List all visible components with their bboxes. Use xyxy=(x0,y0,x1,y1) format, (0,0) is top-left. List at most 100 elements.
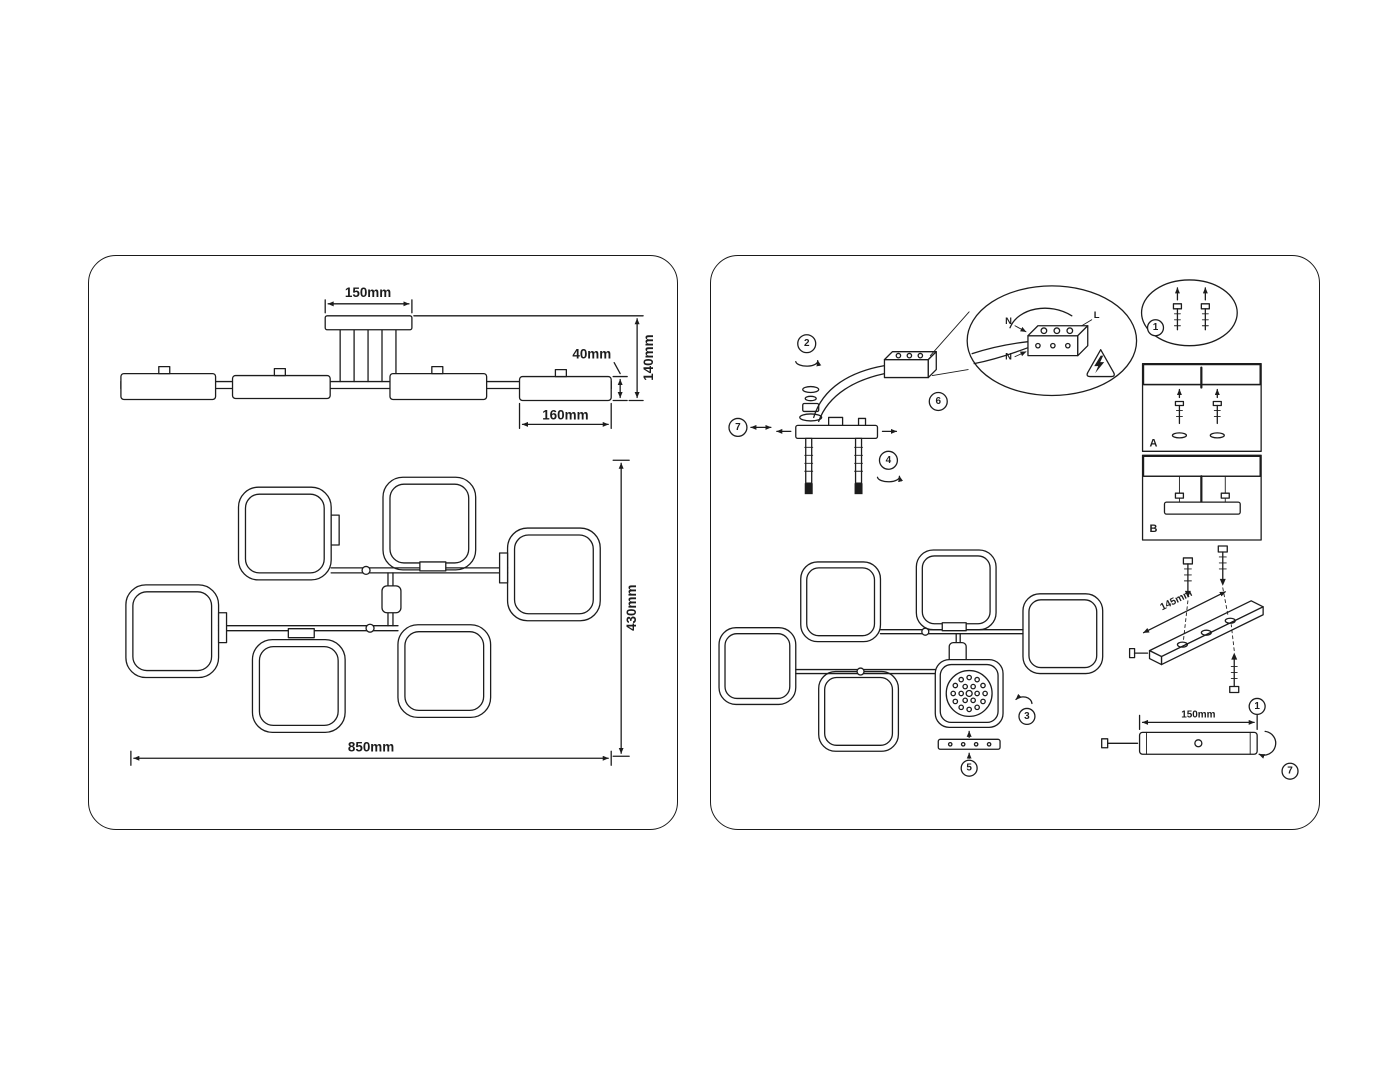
shade-clip xyxy=(431,365,444,375)
supply-wire xyxy=(813,364,886,419)
lamp-shade-top xyxy=(506,527,601,622)
mounting-screw xyxy=(1229,624,1240,694)
installation-panel: 2 7 xyxy=(710,255,1320,830)
svg-text:1: 1 xyxy=(1254,701,1260,712)
svg-text:6: 6 xyxy=(935,396,941,407)
supply-wire xyxy=(818,372,886,423)
neutral-label: N xyxy=(1005,316,1012,327)
ceiling-detail-b: B xyxy=(1141,454,1262,541)
step-7-marker: 7 xyxy=(728,417,772,438)
side-screw xyxy=(1101,738,1139,749)
wiring-callout: N L N xyxy=(929,285,1138,397)
arm-joint xyxy=(856,667,865,676)
arm-joint xyxy=(921,627,930,636)
svg-text:4: 4 xyxy=(886,455,892,466)
shade-clip xyxy=(273,367,286,377)
fixture-top-view xyxy=(125,476,601,733)
lamp-shade-top xyxy=(382,476,477,571)
dim-canopy-width: 150mm xyxy=(345,285,391,300)
electrical-warning-icon xyxy=(1086,349,1115,378)
bracket-end xyxy=(1148,649,1163,666)
threaded-leg xyxy=(854,437,863,495)
terminal-block-detail xyxy=(1027,325,1089,357)
side-view-dimensions: 150mm 40mm 140mm 160mm xyxy=(324,285,656,430)
step-7-marker: 7 xyxy=(1281,762,1299,780)
ceiling-detail-a: A xyxy=(1141,362,1262,452)
mounted-crossbar xyxy=(1163,501,1241,515)
dimension-drawing: 150mm 40mm 140mm 160mm xyxy=(120,285,656,766)
svg-text:5: 5 xyxy=(966,763,972,774)
washer xyxy=(804,395,817,402)
dim-shade-width: 160mm xyxy=(542,407,588,422)
rotate-arrow-icon xyxy=(1258,730,1277,759)
lamp-shade-top xyxy=(718,627,797,706)
supply-wire xyxy=(973,347,1029,365)
step-1-marker: 1 xyxy=(1146,319,1165,337)
installation-drawing: 2 7 xyxy=(718,279,1299,780)
line-label: L xyxy=(1094,310,1100,321)
svg-text:1: 1 xyxy=(1153,322,1159,333)
terminal-block xyxy=(883,351,937,379)
crossbar-plate-view: 150mm 7 xyxy=(1101,709,1299,780)
step-1-marker: 1 xyxy=(1248,697,1266,716)
crossbar-plate xyxy=(1138,731,1258,755)
nut xyxy=(802,402,820,413)
diffuser-strip xyxy=(937,730,1001,750)
shade-clip xyxy=(554,368,568,378)
lamp-shade-top xyxy=(1022,593,1104,675)
dim-fixture-depth: 430mm xyxy=(624,585,639,631)
arm-joint xyxy=(361,565,371,576)
step-5-marker: 5 xyxy=(960,752,978,777)
wall-anchor xyxy=(1209,388,1225,439)
dim-fixture-height: 140mm xyxy=(641,334,656,380)
lamp-shade-side xyxy=(389,372,488,401)
washer xyxy=(802,385,820,394)
lamp-shade-top xyxy=(915,549,997,631)
side-screw xyxy=(1128,647,1149,659)
mounting-bracket-view: 145mm 1 xyxy=(1128,545,1266,716)
lamp-shade-side xyxy=(120,372,217,401)
wall-anchor xyxy=(1172,287,1183,331)
canopy-exploded-view: 2 7 xyxy=(728,334,948,495)
anchor-callout: 1 xyxy=(1140,279,1238,347)
wall-anchor xyxy=(1200,287,1210,331)
step-2-marker: 2 xyxy=(795,334,822,367)
rotate-arrow-icon xyxy=(876,475,903,483)
step-3-marker: 3 xyxy=(1015,693,1036,726)
lamp-shade-top xyxy=(397,624,492,719)
lamp-shade-top xyxy=(125,584,220,679)
shade-clip xyxy=(158,365,171,375)
mounting-crossbar xyxy=(795,424,879,440)
washer xyxy=(799,413,823,422)
lamp-shade-top xyxy=(800,561,882,643)
step-4-marker: 4 xyxy=(876,450,903,483)
neutral-label: N xyxy=(1005,352,1012,363)
mounting-screw xyxy=(1217,545,1229,618)
step-6-marker: 6 xyxy=(928,391,948,412)
top-view-dimensions: 430mm 850mm xyxy=(130,459,639,766)
threaded-leg xyxy=(804,437,814,495)
dim-shade-height: 40mm xyxy=(572,347,611,362)
lamp-top-view: 3 5 xyxy=(718,549,1104,777)
supply-wire xyxy=(971,341,1029,355)
wall-anchor xyxy=(1171,388,1188,439)
fixture-side-view xyxy=(120,315,612,402)
lamp-shade-top xyxy=(237,486,332,581)
ceiling-canopy xyxy=(324,315,413,331)
screw-head xyxy=(857,417,867,427)
lamp-shade-side xyxy=(518,375,612,402)
rotate-arrow-icon xyxy=(1015,693,1033,705)
rotate-arrow-icon xyxy=(795,359,822,367)
lamp-shade-top xyxy=(818,670,900,752)
center-canopy-top xyxy=(381,585,402,614)
supply-wire xyxy=(1009,307,1073,329)
svg-text:7: 7 xyxy=(1287,766,1293,777)
cable-clamp xyxy=(828,416,844,427)
svg-text:7: 7 xyxy=(735,422,741,433)
detail-a-label: A xyxy=(1150,437,1158,449)
led-module xyxy=(934,658,1004,729)
lamp-shade-side xyxy=(231,374,331,400)
svg-text:2: 2 xyxy=(804,338,810,349)
fixture-arms xyxy=(217,514,509,644)
